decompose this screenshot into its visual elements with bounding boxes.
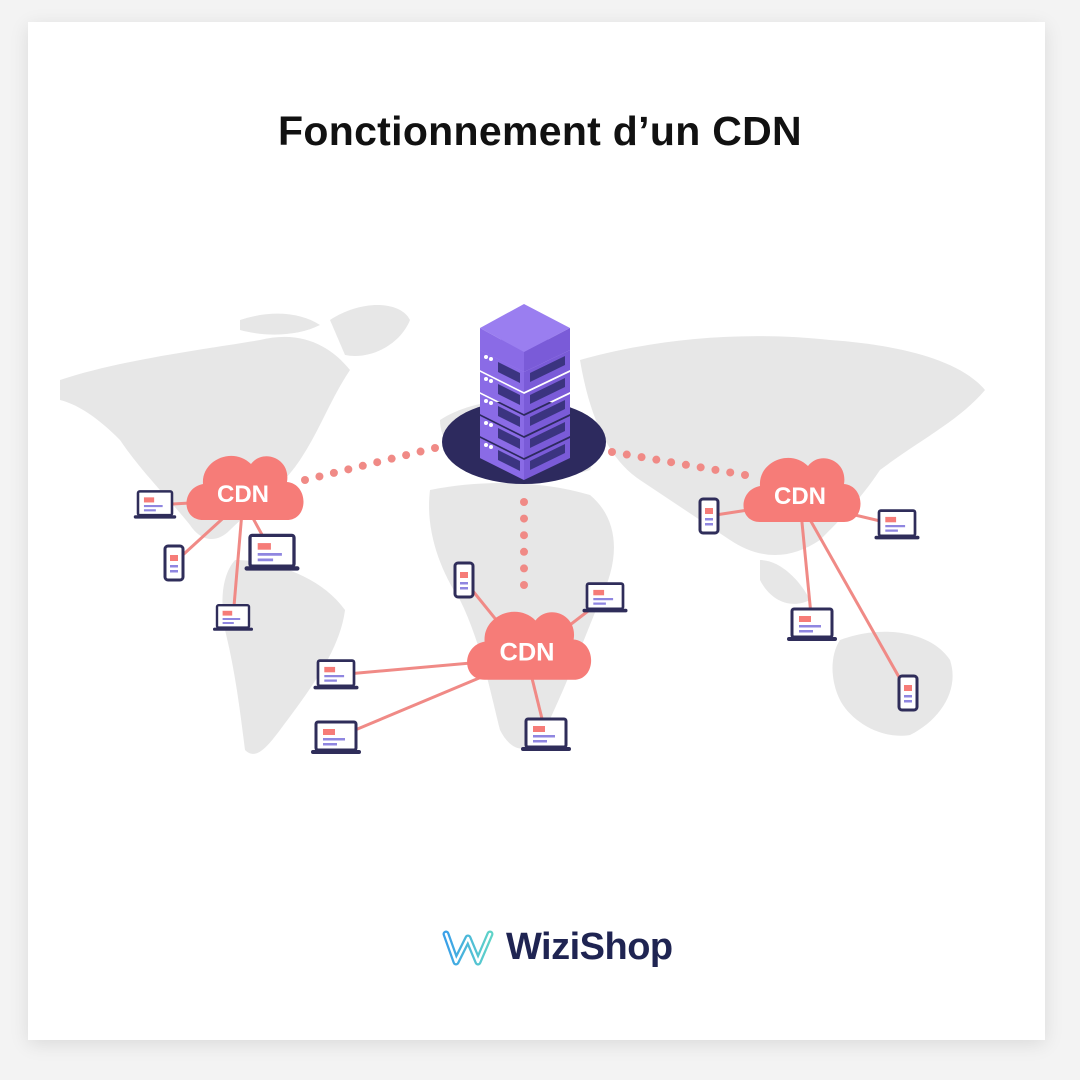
laptop-base (787, 637, 837, 641)
phone-frame (453, 561, 475, 599)
server-led (484, 399, 488, 403)
link-dot (373, 458, 382, 467)
server-unit (480, 438, 570, 480)
cdn-cloud-africa: CDN (467, 611, 592, 680)
origin-dotted-links (301, 444, 749, 589)
link-dot (416, 447, 425, 456)
link-dot (387, 454, 396, 463)
server-unit (480, 394, 570, 436)
cloud-icon (467, 611, 592, 680)
phone-frame (163, 544, 185, 582)
page-title: Fonctionnement d’un CDN (278, 108, 802, 154)
wizishop-logo: WiziShop (440, 926, 673, 969)
link-dot (741, 471, 749, 479)
laptop-base (133, 515, 177, 519)
server-led (489, 401, 493, 405)
link-dot (520, 547, 528, 556)
laptop-device (311, 720, 361, 754)
laptop-device (213, 603, 253, 631)
link-dot (301, 476, 309, 484)
link-dot (315, 472, 324, 481)
link-dot (431, 444, 439, 452)
laptop-screen (790, 607, 834, 639)
laptop-base (874, 535, 920, 540)
laptop-device (313, 659, 359, 690)
cdn-link (798, 501, 814, 626)
cdn-cloud-asia: CDN (743, 457, 861, 522)
laptop-screen (316, 659, 356, 688)
link-dot (358, 461, 367, 470)
link-dot (681, 460, 690, 469)
laptop-screen (314, 720, 358, 752)
laptop-screen (524, 717, 568, 749)
link-dot (608, 448, 616, 456)
cdn-label: CDN (499, 639, 554, 667)
link-dot (637, 453, 646, 462)
laptop-screen (136, 490, 174, 517)
laptop-base (582, 608, 628, 613)
phone-device (453, 561, 475, 599)
origin-server (442, 304, 606, 484)
laptop-device (521, 717, 571, 751)
server-led (484, 443, 488, 447)
server-led (484, 355, 488, 359)
laptop-screen (248, 533, 296, 568)
laptop-base (313, 685, 359, 690)
link-dot (402, 451, 411, 460)
phone-frame (698, 497, 720, 535)
laptop-screen (877, 509, 917, 538)
server-top (480, 304, 570, 352)
link-dot (520, 581, 528, 589)
cdn-label: CDN (217, 481, 269, 508)
server-unit (480, 350, 570, 392)
phone-device (897, 674, 919, 712)
server-unit (480, 372, 570, 414)
link-dot (696, 463, 705, 472)
laptop-base (244, 566, 300, 571)
link-dot (344, 465, 353, 474)
wizishop-logo-icon (442, 930, 494, 965)
link-dot (667, 458, 676, 467)
laptop-base (521, 747, 571, 751)
cloud-icon (186, 455, 304, 520)
link-dot (520, 564, 528, 573)
laptop-screen (215, 603, 251, 629)
phone-device (698, 497, 720, 535)
cdn-link (798, 501, 910, 694)
laptop-device (582, 582, 628, 613)
link-dot (520, 498, 528, 506)
link-dot (652, 455, 661, 464)
laptop-base (213, 627, 253, 631)
laptop-device (244, 533, 300, 571)
server-led (489, 445, 493, 449)
laptop-device (787, 607, 837, 641)
laptop-screen (585, 582, 625, 611)
cdn-label: CDN (774, 483, 826, 510)
link-dot (520, 514, 528, 523)
link-dot (622, 450, 631, 459)
phone-device (163, 544, 185, 582)
server-led (489, 379, 493, 383)
phone-frame (897, 674, 919, 712)
laptop-base (311, 750, 361, 754)
cdn-cloud-americas: CDN (186, 455, 304, 520)
laptop-device (874, 509, 920, 540)
server-led (489, 357, 493, 361)
link-dot (711, 465, 720, 474)
server-led (484, 421, 488, 425)
server-unit (480, 416, 570, 458)
cloud-icon (743, 457, 861, 522)
server-led (489, 423, 493, 427)
link-dot (329, 468, 338, 477)
laptop-device (133, 490, 177, 519)
server-led (484, 377, 488, 381)
link-dot (520, 531, 528, 540)
link-dot (726, 468, 735, 477)
brand-name: WiziShop (506, 926, 673, 968)
